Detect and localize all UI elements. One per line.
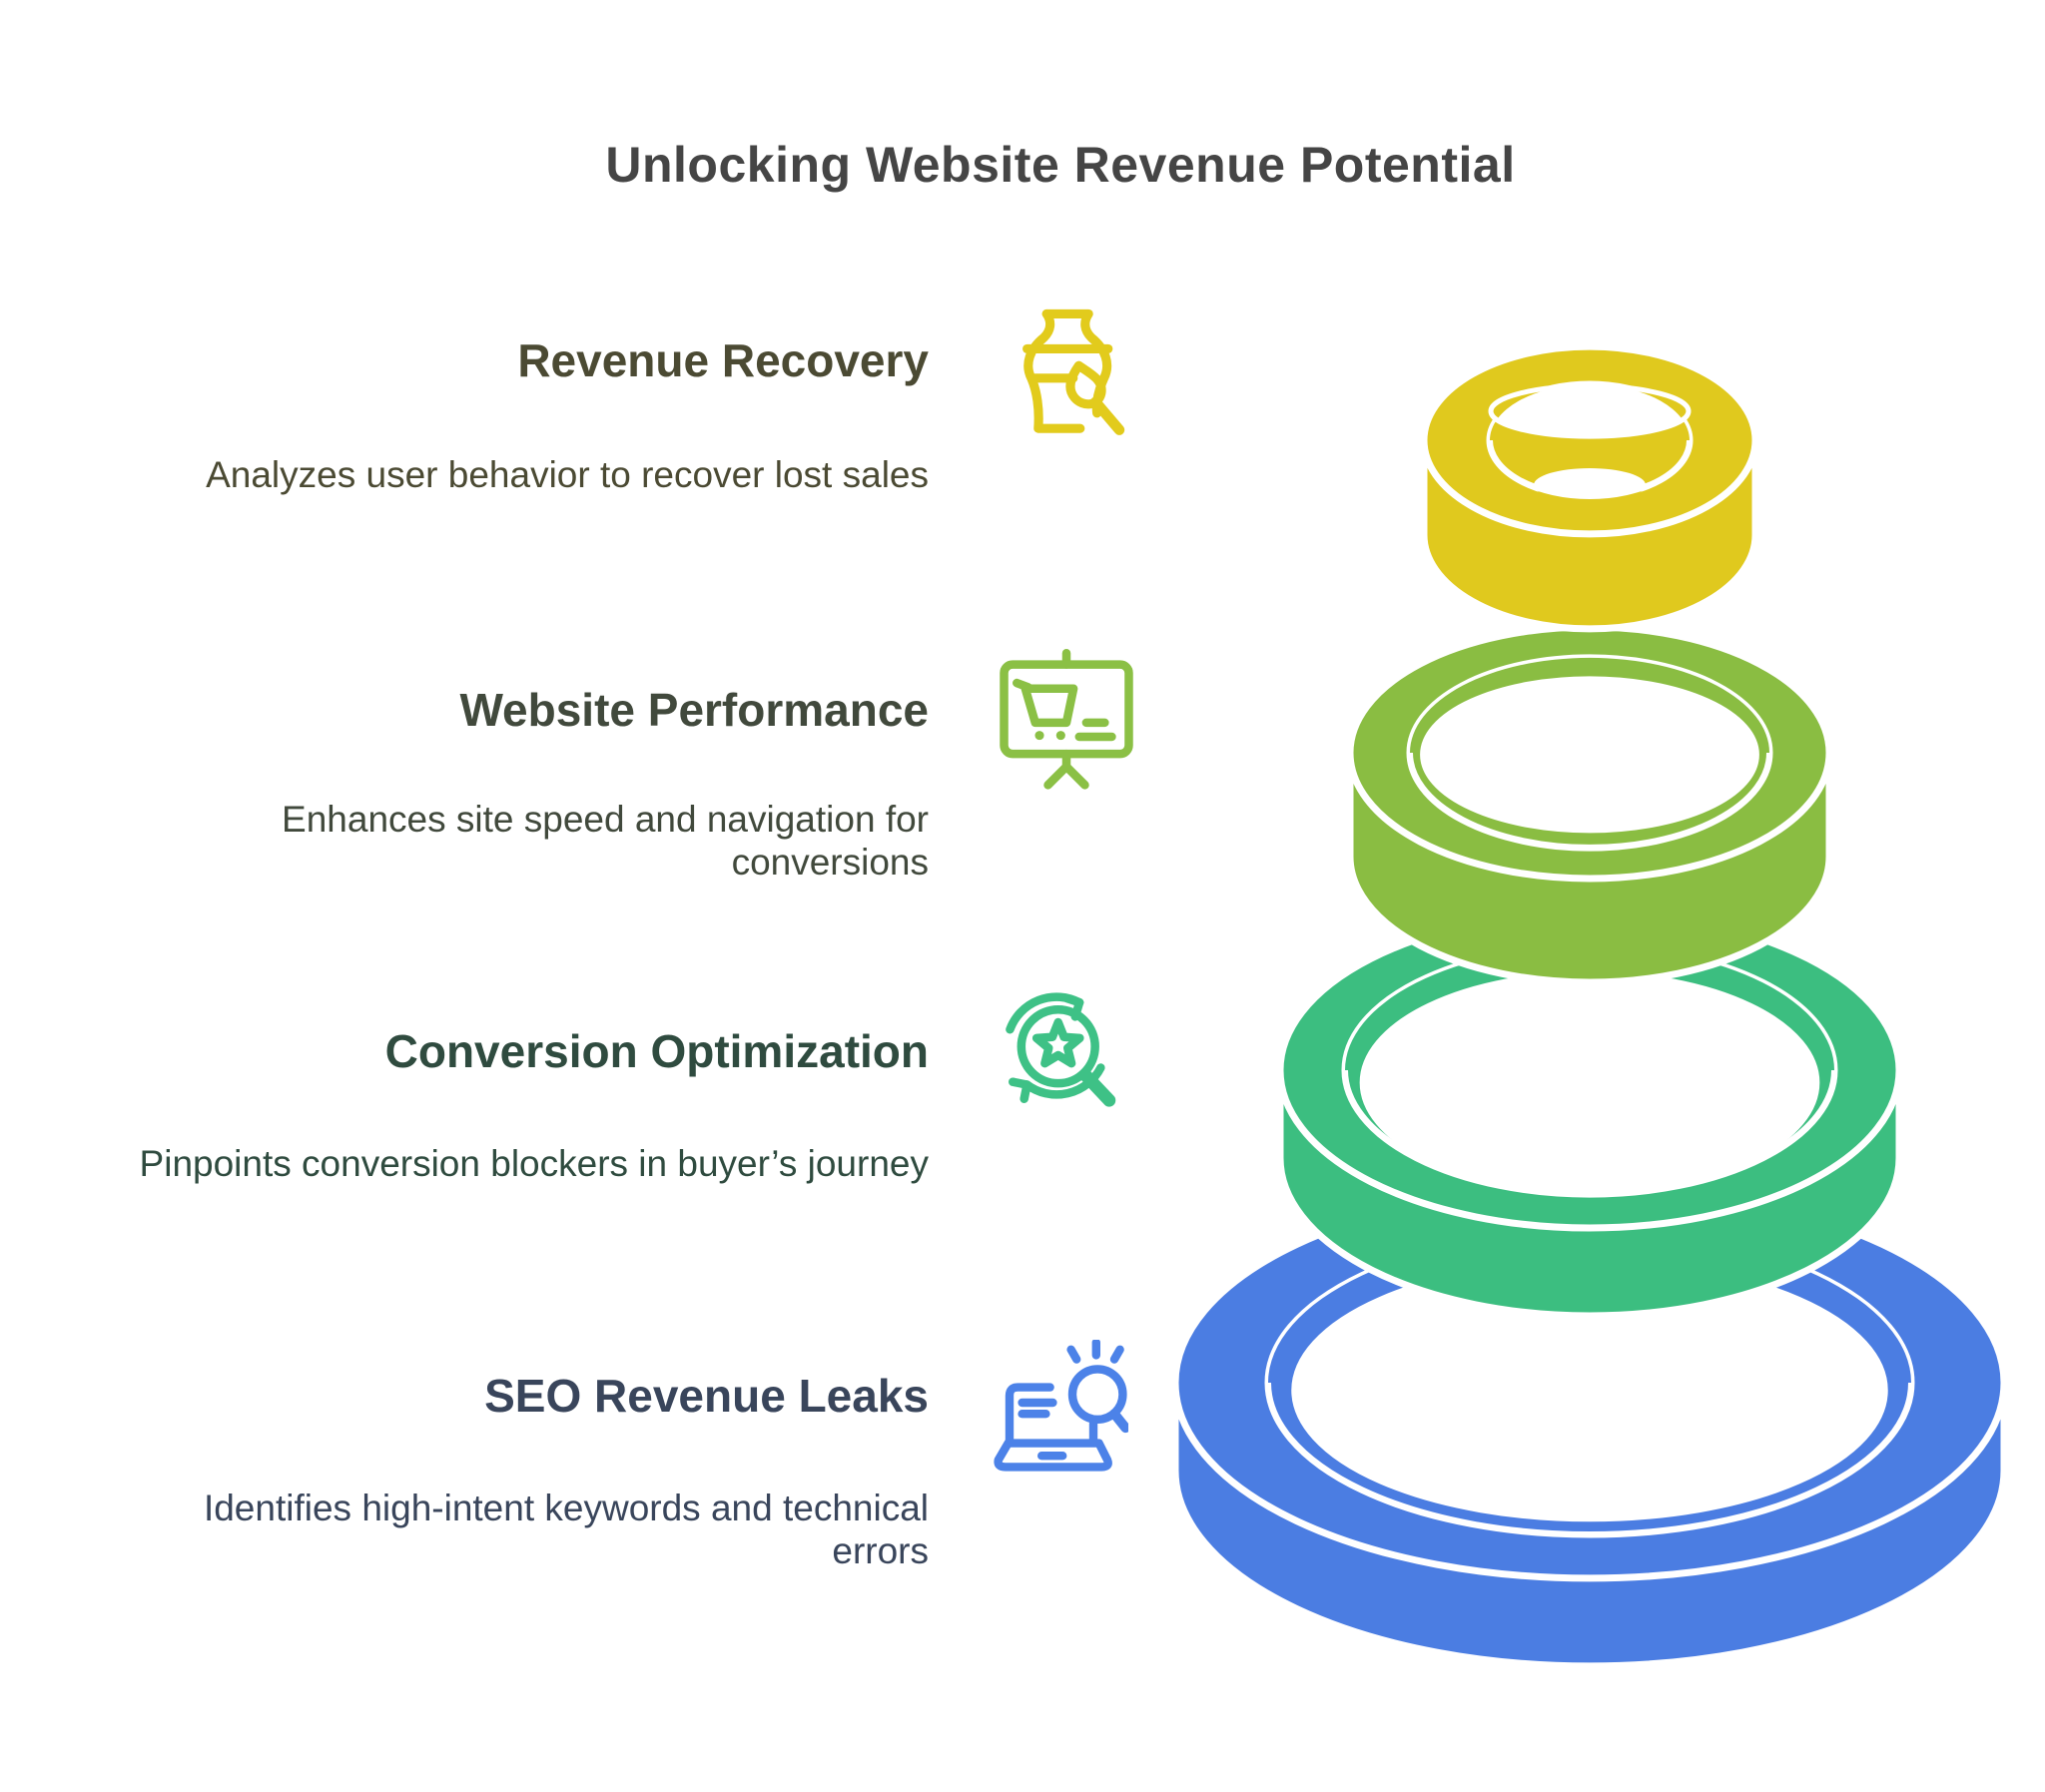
section-description: Enhances site speed and navigation for c… — [282, 799, 929, 883]
section-heading: SEO Revenue Leaks — [484, 1370, 929, 1422]
vase-paintbrush-icon — [994, 305, 1133, 445]
section-description: Pinpoints conversion blockers in buyer’s… — [139, 1143, 929, 1184]
presentation-cart-icon — [996, 649, 1137, 791]
page-title: Unlocking Website Revenue Potential — [605, 137, 1516, 193]
funnel-ring-1-top — [1420, 342, 1759, 633]
star-magnifier-refresh-icon — [992, 988, 1133, 1130]
section-heading: Website Performance — [459, 684, 929, 736]
section-description: Identifies high-intent keywords and tech… — [203, 1488, 929, 1571]
funnel-ring-2 — [1346, 623, 1833, 986]
section-heading: Conversion Optimization — [384, 1025, 929, 1077]
section-description: Analyzes user behavior to recover lost s… — [206, 454, 929, 495]
laptop-search-icon — [989, 1340, 1128, 1480]
section-heading: Revenue Recovery — [517, 334, 929, 386]
